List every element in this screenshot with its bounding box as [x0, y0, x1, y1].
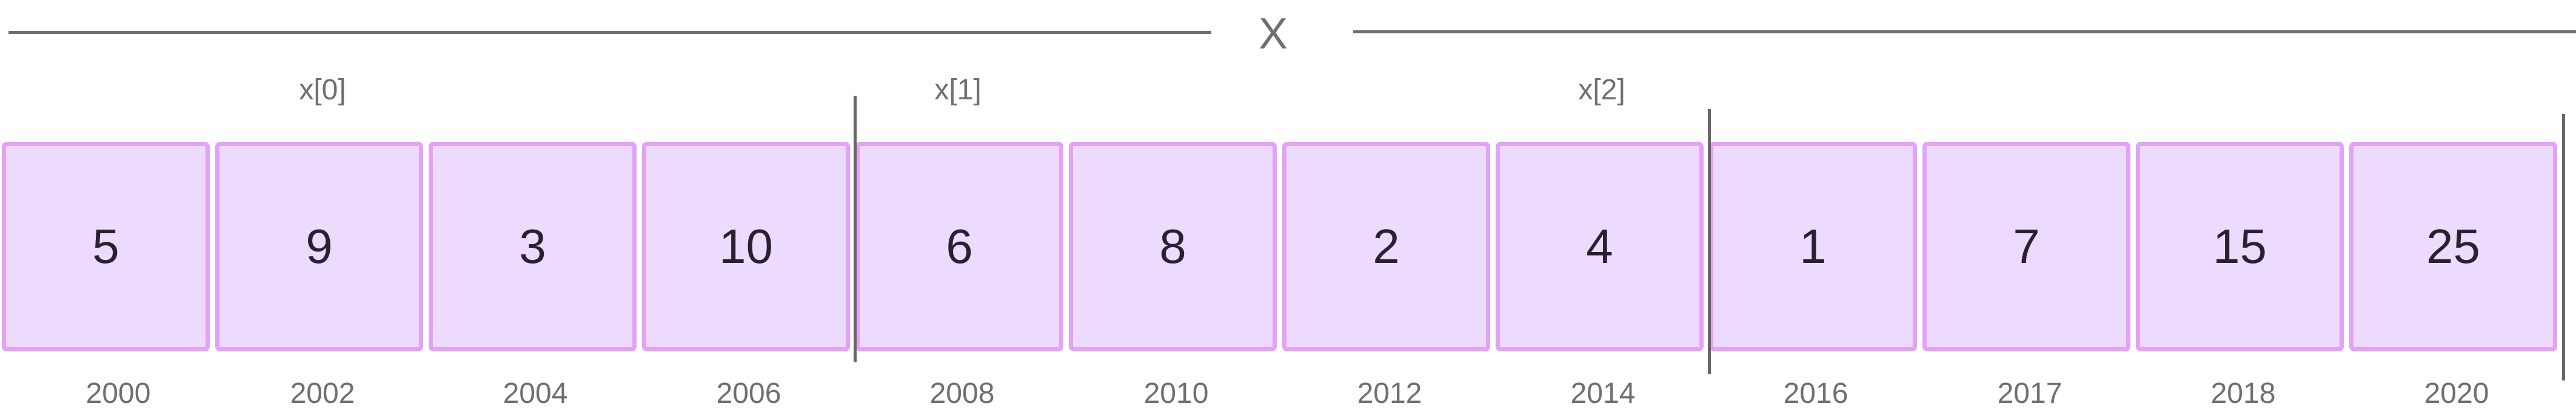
year-label: 2010 [1143, 377, 1209, 410]
cell-value: 10 [719, 219, 773, 273]
group-separator [2562, 114, 2565, 380]
x-bracket-line-left [8, 31, 1211, 34]
year-label: 2008 [929, 377, 995, 410]
cell-value: 1 [1799, 219, 1827, 273]
array-cell: 5 [2, 142, 210, 351]
array-cell: 10 [642, 142, 850, 351]
year-label: 2020 [2424, 377, 2489, 410]
year-label: 2016 [1783, 377, 1848, 410]
group-label-x0: x[0] [299, 74, 346, 106]
year-label: 2018 [2210, 377, 2276, 410]
array-cell: 7 [1922, 142, 2130, 351]
cell-value: 8 [1159, 219, 1186, 273]
array-cell: 9 [215, 142, 423, 351]
cell-value: 5 [92, 219, 119, 273]
array-cell: 4 [1496, 142, 1704, 351]
cell-value: 9 [306, 219, 333, 273]
year-label: 2004 [503, 377, 568, 410]
cell-value: 25 [2426, 219, 2480, 273]
x-title: X [1258, 10, 1288, 58]
group-label-x1: x[1] [934, 74, 982, 106]
array-cell: 3 [429, 142, 637, 351]
year-label: 2014 [1570, 377, 1636, 410]
cell-value: 3 [519, 219, 546, 273]
group-separator [854, 96, 857, 362]
group-label-x2: x[2] [1578, 74, 1625, 106]
cell-value: 7 [2013, 219, 2040, 273]
year-label: 2000 [85, 377, 151, 410]
array-cell: 15 [2136, 142, 2344, 351]
group-separator [1708, 109, 1711, 374]
year-label: 2002 [290, 377, 355, 410]
array-cell: 25 [2349, 142, 2557, 351]
year-label: 2012 [1357, 377, 1422, 410]
array-cell: 2 [1282, 142, 1490, 351]
array-cell: 6 [855, 142, 1063, 351]
cell-value: 2 [1373, 219, 1400, 273]
x-bracket-line-right [1353, 30, 2576, 33]
array-cell: 1 [1709, 142, 1917, 351]
cell-value: 6 [946, 219, 973, 273]
cell-value: 4 [1586, 219, 1613, 273]
cell-value: 15 [2213, 219, 2267, 273]
year-label: 2017 [1997, 377, 2062, 410]
year-label: 2006 [716, 377, 781, 410]
array-cell: 8 [1069, 142, 1277, 351]
